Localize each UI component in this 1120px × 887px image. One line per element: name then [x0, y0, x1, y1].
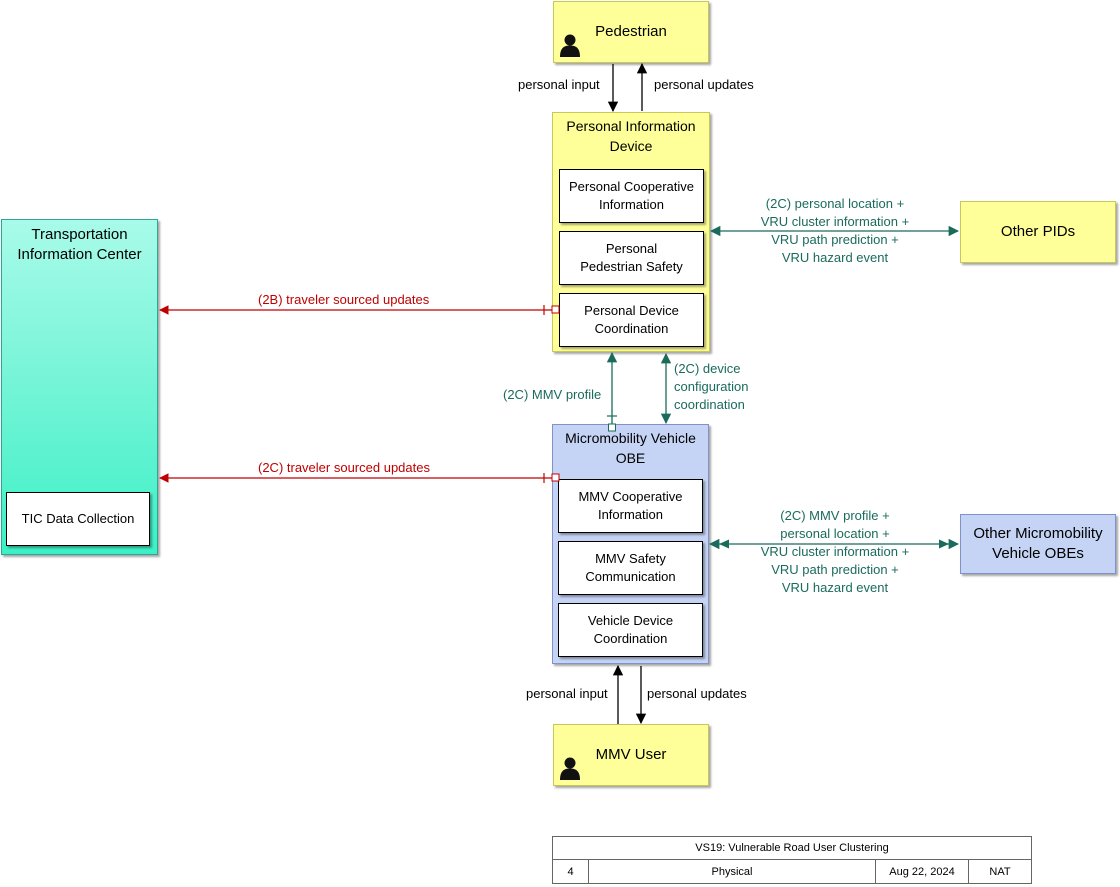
other-mmv-label: Other Micromobility Vehicle OBEs: [973, 525, 1103, 562]
title-block-number: 4: [552, 859, 589, 884]
vehicle-device-coordination[interactable]: Vehicle Device Coordination: [558, 603, 703, 657]
flow-pid-tic-port: [551, 305, 560, 314]
flow-label-pid-tic: (2B) traveler sourced updates: [258, 292, 430, 307]
personal-pedestrian-safety[interactable]: Personal Pedestrian Safety: [559, 231, 704, 285]
title-block-date: Aug 22, 2024: [875, 859, 969, 884]
tic-sub1-label: TIC Data Collection: [21, 511, 135, 526]
title-block-scope: NAT: [968, 859, 1032, 884]
mmv-sub1-label: MMV Cooperative Information: [578, 489, 683, 522]
personal-device-coordination[interactable]: Personal Device Coordination: [559, 293, 704, 347]
flow-mmv-profile-port: [608, 423, 616, 432]
person-icon: [560, 34, 580, 57]
flow-label-user-updates: personal updates: [647, 686, 747, 701]
flow-label-pid-other: (2C) personal location + VRU cluster inf…: [760, 196, 910, 265]
mmv-obe-title: Micromobility Vehicle OBE: [565, 430, 696, 466]
flow-label-device-config: (2C) device configuration coordination: [674, 361, 749, 412]
flow-mmv-other-head-right: [939, 539, 949, 549]
other-micromobility-vehicle-obes[interactable]: Other Micromobility Vehicle OBEs: [960, 514, 1116, 574]
title-block-view: Physical: [588, 859, 876, 884]
flow-label-user-input: personal input: [526, 686, 608, 701]
flow-label-ped-updates: personal updates: [654, 77, 754, 92]
mmv-safety-communication[interactable]: MMV Safety Communication: [558, 541, 703, 595]
pedestrian-label: Pedestrian: [595, 23, 667, 40]
personal-cooperative-information[interactable]: Personal Cooperative Information: [559, 169, 704, 223]
mmv-sub3-label: Vehicle Device Coordination: [587, 613, 674, 646]
flow-mmv-other-head-left: [719, 539, 729, 549]
mmv-cooperative-information[interactable]: MMV Cooperative Information: [558, 479, 703, 533]
tic-data-collection[interactable]: TIC Data Collection: [6, 492, 150, 546]
pid-sub2-label: Personal Pedestrian Safety: [580, 241, 683, 274]
flow-label-mmv-tic: (2C) traveler sourced updates: [258, 460, 430, 475]
flow-label-mmv-profile: (2C) MMV profile: [503, 387, 602, 402]
mmv-user-terminator[interactable]: MMV User: [553, 724, 709, 786]
mmv-user-label: MMV User: [595, 746, 667, 763]
pedestrian-terminator[interactable]: Pedestrian: [553, 1, 709, 63]
person-icon: [560, 757, 580, 780]
flow-label-mmv-other: (2C) MMV profile + personal location + V…: [760, 508, 910, 595]
tic-title: Transportation Information Center: [17, 226, 142, 263]
title-block-title: VS19: Vulnerable Road User Clustering: [552, 836, 1032, 860]
flow-label-ped-input: personal input: [518, 77, 600, 92]
other-pids[interactable]: Other PIDs: [960, 201, 1116, 263]
pid-title: Personal Information Device: [566, 118, 696, 154]
flow-mmv-tic-port: [551, 473, 560, 482]
mmv-sub2-label: MMV Safety Communication: [585, 551, 676, 584]
pid-sub1-label: Personal Cooperative Information: [568, 179, 695, 212]
other-pids-label: Other PIDs: [1000, 223, 1076, 240]
pid-sub3-label: Personal Device Coordination: [584, 303, 679, 336]
